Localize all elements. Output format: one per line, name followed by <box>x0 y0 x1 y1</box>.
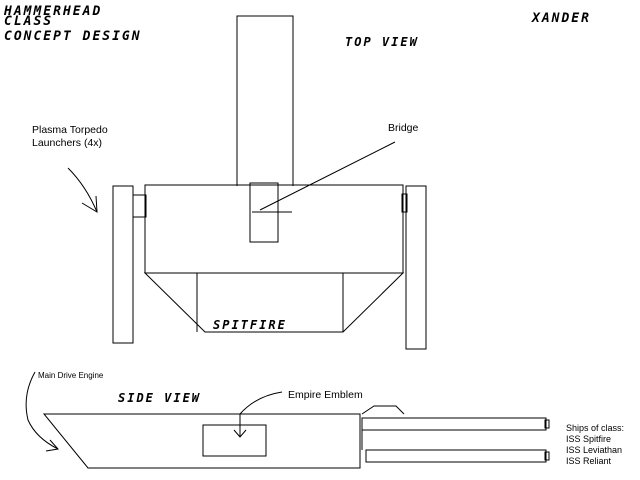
left-launcher-pod <box>112 185 134 344</box>
ship-list-item: ISS Leviathan <box>566 445 622 455</box>
plasma-torpedo-label-line1: Plasma Torpedo <box>32 124 108 136</box>
front-spine <box>236 15 294 186</box>
top-view-heading: Top View <box>345 35 419 49</box>
right-launcher-pod <box>405 185 427 350</box>
ships-of-class-list: Ships of class: ISS Spitfire ISS Leviath… <box>566 423 624 466</box>
plasma-arrow <box>67 167 98 213</box>
empire-emblem-label: Empire Emblem <box>288 389 363 401</box>
title-line-1: Hammerhead <box>3 4 102 19</box>
main-drive-engine-label: Main Drive Engine <box>38 371 104 380</box>
ships-of-class-heading: Ships of class: <box>566 423 624 433</box>
side-hull <box>42 413 361 469</box>
emblem-box <box>202 424 267 457</box>
plasma-torpedo-label-line2: Launchers (4x) <box>32 137 102 149</box>
side-view-heading: Side View <box>118 391 201 405</box>
title-line-2: Class <box>4 14 53 29</box>
lower-side-pod <box>365 449 547 463</box>
ship-list-item: ISS Spitfire <box>566 434 611 444</box>
side-view-ship <box>42 405 550 469</box>
top-view-ship <box>112 15 427 350</box>
main-hull <box>144 184 404 274</box>
ship-list-item: ISS Reliant <box>566 456 612 466</box>
author-name: Xander <box>531 11 591 26</box>
bridge-leader-line <box>259 141 396 211</box>
side-cockpit <box>361 405 405 415</box>
upper-side-pod <box>361 417 547 431</box>
ship-name-label: Spitfire <box>213 318 287 332</box>
bridge-label: Bridge <box>388 122 419 134</box>
title-line-3: Concept Design <box>4 29 142 44</box>
main-drive-arrow <box>25 371 59 452</box>
